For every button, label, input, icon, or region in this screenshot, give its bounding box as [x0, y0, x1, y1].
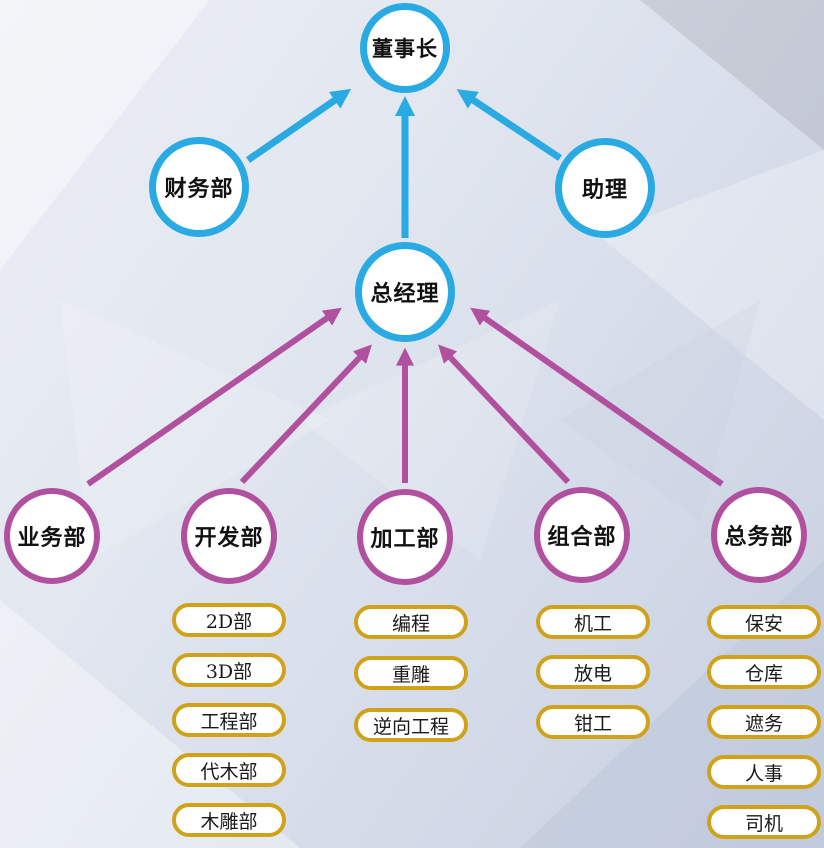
- node-chairman: 董事长: [360, 3, 450, 93]
- subunit-security-label: 保安: [744, 612, 783, 635]
- arrow-finance-to-chairman: [246, 88, 352, 163]
- subunit-2d: 2D部: [172, 603, 286, 637]
- subunit-programming: 编程: [354, 605, 468, 639]
- subunit-reverse-engineering-label: 逆向工程: [372, 715, 449, 738]
- node-chairman-label: 董事长: [372, 37, 438, 61]
- subunit-machining-label: 机工: [573, 612, 612, 635]
- subunit-engineering-label: 工程部: [200, 710, 258, 733]
- subunit-recarving: 重雕: [354, 656, 468, 690]
- node-assembly-dept-label: 组合部: [547, 525, 617, 550]
- node-general-affairs-dept-label: 总务部: [724, 525, 794, 550]
- subunit-tooling-board-label: 代木部: [200, 760, 258, 783]
- subunit-programming-label: 编程: [391, 612, 430, 635]
- subunit-driver-label: 司机: [744, 812, 783, 835]
- node-development-dept-label: 开发部: [194, 526, 264, 551]
- subunit-driver: 司机: [707, 805, 821, 839]
- subunit-fitter-label: 钳工: [573, 712, 612, 735]
- arrow-development-to-gm: [239, 344, 372, 485]
- subunit-reverse-engineering: 逆向工程: [354, 708, 468, 742]
- node-assistant: 助理: [555, 138, 655, 238]
- subunit-3d: 3D部: [172, 653, 286, 687]
- node-finance: 财务部: [149, 137, 249, 237]
- node-assistant-label: 助理: [581, 178, 628, 203]
- subunit-warehouse: 仓库: [707, 655, 821, 689]
- subunit-2d-label: 2D部: [205, 610, 253, 633]
- subunit-misc-affairs-label: 遮务: [744, 712, 783, 735]
- arrow-business-to-gm: [86, 307, 342, 487]
- node-processing-dept-label: 加工部: [370, 527, 440, 552]
- node-general-affairs-dept: 总务部: [711, 487, 807, 583]
- node-general-manager: 总经理: [355, 242, 455, 342]
- subunit-misc-affairs: 遮务: [707, 705, 821, 739]
- subunit-hr: 人事: [707, 755, 821, 789]
- node-general-manager-label: 总经理: [370, 282, 440, 307]
- node-business-dept: 业务部: [4, 488, 100, 584]
- subunit-tooling-board: 代木部: [172, 753, 286, 787]
- arrow-assembly-to-gm: [438, 344, 571, 485]
- arrow-assistant-to-chairman: [456, 89, 562, 161]
- subunit-wood-carving: 木雕部: [172, 803, 286, 837]
- node-finance-label: 财务部: [164, 177, 234, 202]
- node-assembly-dept: 组合部: [534, 487, 630, 583]
- subunit-security: 保安: [707, 605, 821, 639]
- subunit-fitter: 钳工: [536, 705, 650, 739]
- subunit-engineering: 工程部: [172, 703, 286, 737]
- subunit-warehouse-label: 仓库: [744, 662, 783, 685]
- subunit-wood-carving-label: 木雕部: [200, 810, 258, 833]
- subunit-edm: 放电: [536, 655, 650, 689]
- node-processing-dept: 加工部: [357, 489, 453, 585]
- subunit-3d-label: 3D部: [205, 660, 253, 683]
- subunit-edm-label: 放电: [573, 662, 612, 685]
- subunit-machining: 机工: [536, 605, 650, 639]
- arrow-generalaffairs-to-gm: [470, 307, 724, 487]
- node-business-dept-label: 业务部: [17, 526, 87, 551]
- subunit-recarving-label: 重雕: [391, 663, 430, 686]
- node-development-dept: 开发部: [181, 488, 277, 584]
- subunit-hr-label: 人事: [744, 762, 783, 785]
